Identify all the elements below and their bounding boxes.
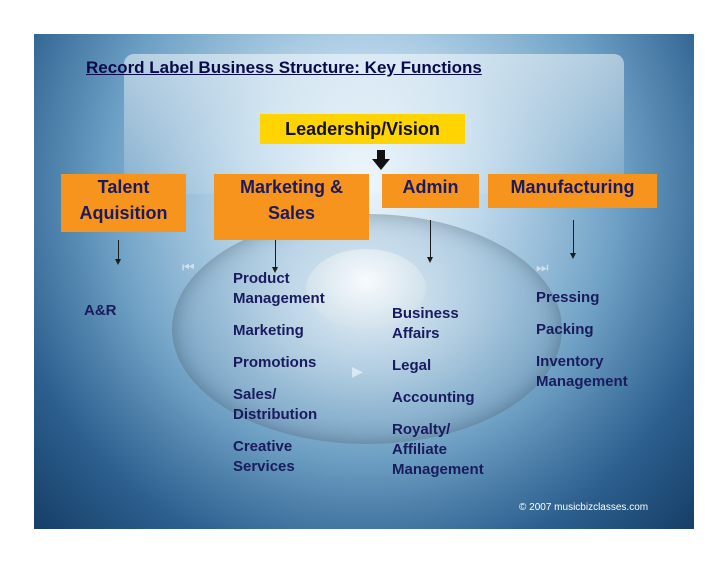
talent-list: A&R <box>84 301 117 321</box>
list-item-line: Pressing <box>536 288 628 308</box>
list-item-line: Sales/ <box>233 385 325 405</box>
function-label-line: Talent <box>61 174 186 200</box>
list-item: Packing <box>536 320 628 340</box>
list-item: Promotions <box>233 353 325 373</box>
list-item-line: Legal <box>392 356 484 376</box>
list-item-line: Services <box>233 457 325 477</box>
connector-arrowhead <box>570 253 576 259</box>
connector-line <box>430 220 431 258</box>
admin-list: Business Affairs Legal Accounting Royalt… <box>392 304 484 480</box>
function-box-talent: Talent Aquisition <box>61 174 186 232</box>
list-item-line: Affairs <box>392 324 484 344</box>
next-track-icon: ⏭ <box>536 260 549 276</box>
list-item-line: Affiliate <box>392 440 484 460</box>
list-item-line: Creative <box>233 437 325 457</box>
list-item: Royalty/ Affiliate Management <box>392 420 484 480</box>
play-icon: ▶ <box>352 364 363 380</box>
connector-arrowhead <box>427 257 433 263</box>
list-item-line: Royalty/ <box>392 420 484 440</box>
list-item-line: Management <box>233 289 325 309</box>
previous-track-icon: ⏮ <box>182 260 195 276</box>
function-label-line: Aquisition <box>61 200 186 226</box>
leadership-box: Leadership/Vision <box>260 114 465 144</box>
list-item-line: Packing <box>536 320 628 340</box>
list-item-line: Distribution <box>233 405 325 425</box>
list-item-line: Management <box>392 460 484 480</box>
function-box-marketing: Marketing & Sales <box>214 174 369 240</box>
list-item: Creative Services <box>233 437 325 477</box>
list-item: A&R <box>84 301 117 321</box>
manufacturing-list: Pressing Packing Inventory Management <box>536 288 628 392</box>
connector-line <box>275 240 276 268</box>
marketing-list: Product Management Marketing Promotions … <box>233 269 325 477</box>
list-item-line: Inventory <box>536 352 628 372</box>
connector-arrowhead <box>115 259 121 265</box>
list-item: Business Affairs <box>392 304 484 344</box>
leadership-label: Leadership/Vision <box>260 114 465 144</box>
diagram-title: Record Label Business Structure: Key Fun… <box>86 58 482 78</box>
function-box-manufacturing: Manufacturing <box>488 174 657 208</box>
list-item-line: Management <box>536 372 628 392</box>
list-item: Marketing <box>233 321 325 341</box>
function-label-line: Manufacturing <box>488 174 657 200</box>
function-box-admin: Admin <box>382 174 479 208</box>
function-label-line: Sales <box>214 200 369 226</box>
list-item-line: Product <box>233 269 325 289</box>
list-item: Sales/ Distribution <box>233 385 325 425</box>
list-item: Inventory Management <box>536 352 628 392</box>
list-item-line: Accounting <box>392 388 484 408</box>
slide: ⏮ ⏭ ▶ Record Label Business Structure: K… <box>34 34 694 529</box>
list-item-line: Promotions <box>233 353 325 373</box>
list-item: Pressing <box>536 288 628 308</box>
list-item: Product Management <box>233 269 325 309</box>
down-arrow-icon <box>372 150 390 170</box>
connector-line <box>573 220 574 254</box>
copyright-notice: © 2007 musicbizclasses.com <box>519 502 648 513</box>
list-item: Accounting <box>392 388 484 408</box>
list-item-line: Business <box>392 304 484 324</box>
list-item: Legal <box>392 356 484 376</box>
connector-line <box>118 240 119 260</box>
list-item-line: Marketing <box>233 321 325 341</box>
function-label-line: Marketing & <box>214 174 369 200</box>
function-label-line: Admin <box>382 174 479 200</box>
